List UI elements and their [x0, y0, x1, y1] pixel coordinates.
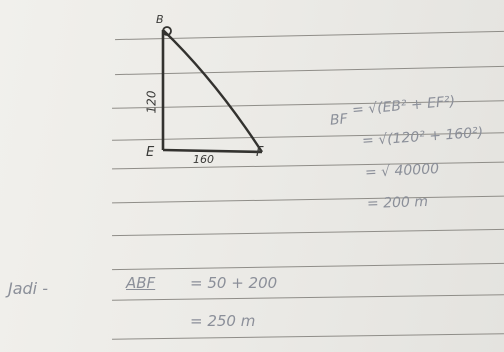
vertex-b-label: B: [156, 13, 164, 26]
vertex-f-label: F: [256, 145, 264, 160]
conclusion-label: Jadi -: [8, 279, 48, 298]
vertex-e-label: E: [146, 145, 155, 160]
vertex-b-mark: [162, 26, 172, 36]
calc-line4: = 200 m: [366, 193, 429, 213]
calc-line1-lhs: BF: [329, 111, 349, 129]
side-be-length: 120: [144, 90, 159, 114]
calc-line3: = √ 40000: [364, 161, 440, 181]
side-bf: [162, 29, 264, 153]
side-ef: [162, 148, 263, 154]
conclusion-line1-rhs: = 50 + 200: [190, 274, 278, 292]
side-ef-length: 160: [193, 153, 214, 166]
conclusion-line2: = 250 m: [190, 312, 256, 330]
conclusion-line1-lhs: ABF: [126, 274, 156, 292]
